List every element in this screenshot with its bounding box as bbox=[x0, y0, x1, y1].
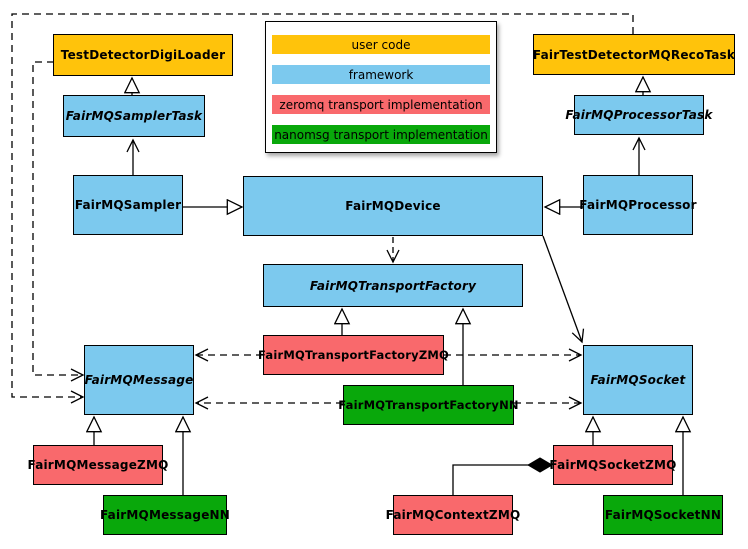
assoc-fairmqdevice-to-fairmqsocket bbox=[542, 235, 585, 344]
legend-label: zeromq transport implementation bbox=[279, 97, 483, 112]
class-box-fairmqmessagenn: FairMQMessageNN bbox=[99, 495, 231, 535]
legend-label: user code bbox=[351, 37, 411, 52]
class-box-fairmqsamplertask: FairMQSamplerTask bbox=[63, 95, 205, 137]
class-label: FairMQMessageNN bbox=[99, 508, 231, 522]
legend-label: nanomsg transport implementation bbox=[274, 127, 488, 142]
class-label: FairMQSocket bbox=[590, 373, 686, 387]
class-label: TestDetectorDigiLoader bbox=[60, 48, 226, 62]
class-label: FairMQSocketNN bbox=[604, 508, 722, 522]
class-label: FairMQProcessorTask bbox=[565, 108, 713, 122]
class-box-fairmqcontextzmq: FairMQContextZMQ bbox=[386, 495, 520, 535]
class-label: FairMQSocketZMQ bbox=[549, 458, 677, 472]
class-label: FairMQMessageZMQ bbox=[27, 458, 169, 472]
legend: user code framework zeromq transport imp… bbox=[265, 21, 497, 153]
class-box-fairtestdetectormqrecotask: FairTestDetectorMQRecoTask bbox=[533, 34, 735, 75]
class-label: FairMQTransportFactoryZMQ bbox=[258, 348, 450, 362]
class-box-fairmqdevice: FairMQDevice bbox=[243, 176, 543, 236]
class-label: FairMQSamplerTask bbox=[65, 109, 203, 123]
composition-contextzmq-to-socketzmq bbox=[452, 457, 553, 495]
class-label: FairMQContextZMQ bbox=[385, 508, 521, 522]
class-box-fairmqmessage: FairMQMessage bbox=[84, 345, 194, 415]
legend-item-nanomsg-transport: nanomsg transport implementation bbox=[272, 125, 490, 144]
legend-item-user-code: user code bbox=[272, 35, 490, 54]
class-box-testdetectordigiloader: TestDetectorDigiLoader bbox=[53, 34, 233, 76]
class-label: FairMQTransportFactoryNN bbox=[338, 398, 519, 412]
class-box-fairmqtransportfactory: FairMQTransportFactory bbox=[263, 264, 523, 307]
class-label: FairMQMessage bbox=[84, 373, 194, 387]
class-box-fairmqprocessor: FairMQProcessor bbox=[579, 175, 697, 235]
class-box-fairmqsocket: FairMQSocket bbox=[583, 345, 693, 415]
class-box-fairmqprocessortask: FairMQProcessorTask bbox=[565, 95, 712, 135]
class-box-fairmqsocketnn: FairMQSocketNN bbox=[603, 495, 723, 535]
legend-item-zeromq-transport: zeromq transport implementation bbox=[272, 95, 490, 114]
class-box-fairmqtransportfactorynn: FairMQTransportFactoryNN bbox=[338, 385, 519, 425]
class-box-fairmqsampler: FairMQSampler bbox=[73, 175, 183, 235]
class-box-fairmqtransportfactoryzmq: FairMQTransportFactoryZMQ bbox=[258, 335, 449, 375]
class-box-fairmqsocketzmq: FairMQSocketZMQ bbox=[549, 445, 676, 485]
class-label: FairMQTransportFactory bbox=[309, 278, 477, 293]
class-label: FairMQProcessor bbox=[579, 198, 697, 212]
class-label: FairTestDetectorMQRecoTask bbox=[532, 47, 736, 62]
legend-item-framework: framework bbox=[272, 65, 490, 84]
dep-fairtestdetectormqrecotask-to-fairmqmessage bbox=[11, 13, 634, 404]
class-box-fairmqmessagezmq: FairMQMessageZMQ bbox=[28, 445, 168, 485]
legend-label: framework bbox=[348, 67, 414, 82]
class-label: FairMQSampler bbox=[74, 198, 182, 212]
class-label: FairMQDevice bbox=[345, 199, 441, 213]
